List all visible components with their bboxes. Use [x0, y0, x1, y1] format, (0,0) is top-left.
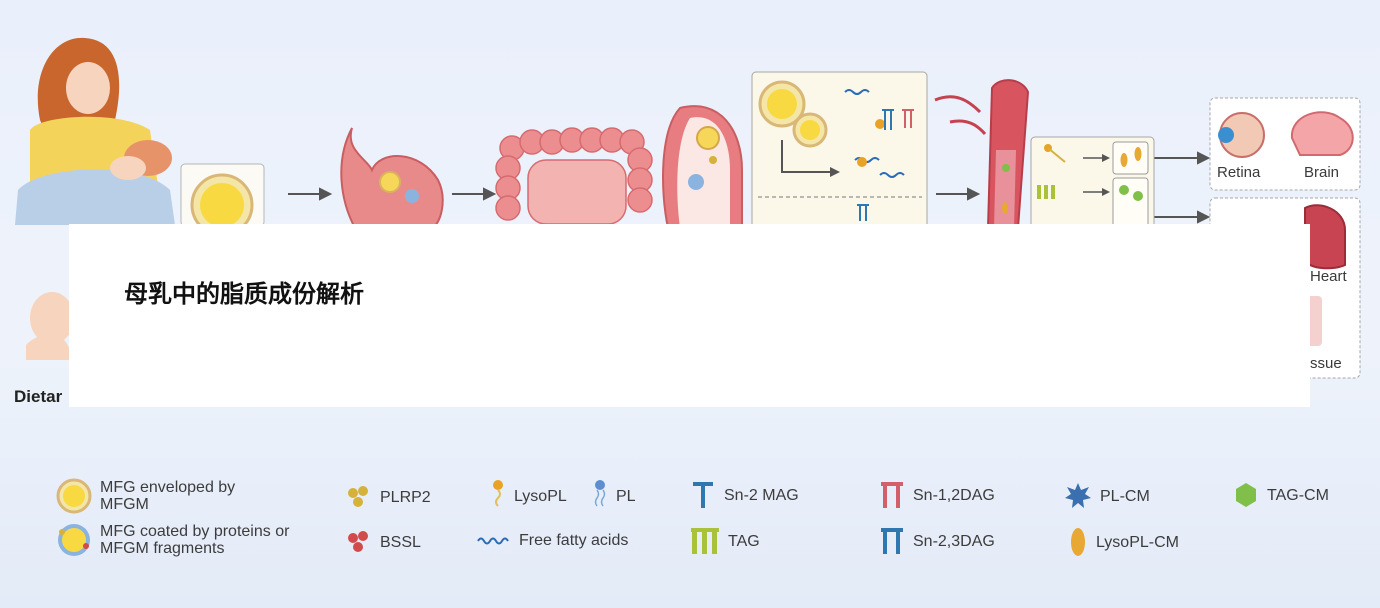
legend-label: LysoPL-CM [1096, 533, 1179, 551]
diagram-caption-fragment: Dietar [14, 387, 63, 406]
organ-label-tissue: ssue [1310, 355, 1342, 372]
legend-label: TAG-CM [1267, 486, 1329, 504]
organ-label-brain: Brain [1304, 164, 1339, 181]
legend-item-free-fatty-acids: Free fatty acids [477, 532, 628, 549]
flow-arrows [288, 151, 1211, 224]
sn2-mag-icon [693, 482, 713, 508]
legend-label: LysoPL [514, 487, 567, 505]
legend-label: MFG enveloped by MFGM [100, 479, 236, 513]
legend-item-tag-cm: TAG-CM [1233, 482, 1329, 508]
legend-item-bssl: BSSL [344, 528, 421, 556]
sn23dag-icon [881, 528, 903, 554]
intestine-illustration [495, 127, 653, 225]
legend: MFG enveloped by MFGM MFG coated by prot… [0, 468, 1380, 568]
organ-panel-top: Retina Brain [1209, 97, 1361, 191]
blood-vessel-illustration [934, 79, 1030, 229]
mfg-coated-icon [58, 524, 90, 556]
stomach-illustration [340, 127, 444, 229]
legend-label: Free fatty acids [519, 532, 629, 549]
legend-item-mfg-coated: MFG coated by proteins or MFGM fragments [56, 522, 300, 558]
legend-label: PL-CM [1100, 487, 1150, 505]
intestinal-lumen-illustration [662, 105, 743, 229]
mfg-enveloped-icon [56, 478, 92, 514]
legend-item-pl: PL [592, 478, 636, 514]
legend-item-pl-cm: PL-CM [1064, 482, 1150, 510]
digestion-products-panel [751, 71, 928, 229]
legend-item-mfg-enveloped: MFG enveloped by MFGM [56, 478, 240, 514]
chylomicron-panel [1030, 136, 1155, 229]
free-fatty-acids-icon [477, 537, 509, 544]
lysopl-icon [493, 480, 503, 507]
mfg-zoom-box [180, 163, 265, 237]
plrp2-icon [348, 486, 368, 507]
legend-item-lysopl: LysoPL [490, 478, 567, 514]
legend-item-sn23dag: Sn-2,3DAG [879, 526, 995, 556]
pl-cm-icon [1065, 483, 1091, 508]
tag-cm-icon [1236, 483, 1256, 507]
legend-item-tag: TAG [690, 526, 760, 556]
overlay-panel: 母乳中的脂质成份解析 [69, 224, 1310, 407]
legend-label: Sn-2,3DAG [913, 532, 995, 550]
legend-item-plrp2: PLRP2 [344, 483, 431, 511]
bssl-icon [348, 531, 368, 552]
lysopl-cm-icon [1071, 528, 1085, 556]
legend-label: BSSL [380, 533, 421, 551]
legend-label: PL [616, 487, 636, 505]
tag-icon [691, 528, 719, 554]
legend-item-lysopl-cm: LysoPL-CM [1068, 526, 1179, 558]
legend-label: Sn-1,2DAG [913, 486, 995, 504]
organ-label-retina: Retina [1217, 164, 1261, 181]
legend-label: MFG coated by proteins or MFGM fragments [100, 523, 290, 557]
legend-label: Sn-2 MAG [724, 486, 799, 504]
pl-icon [594, 480, 606, 507]
organ-label-heart: Heart [1310, 268, 1348, 285]
overlay-title: 母乳中的脂质成份解析 [124, 280, 364, 308]
legend-label: TAG [728, 532, 760, 550]
legend-item-sn12dag: Sn-1,2DAG [879, 480, 995, 510]
legend-item-sn2-mag: Sn-2 MAG [690, 480, 799, 510]
sn12dag-icon [881, 482, 903, 508]
legend-label: PLRP2 [380, 488, 431, 506]
infant-illustration [26, 292, 74, 360]
mother-breastfeeding-illustration [15, 37, 175, 225]
